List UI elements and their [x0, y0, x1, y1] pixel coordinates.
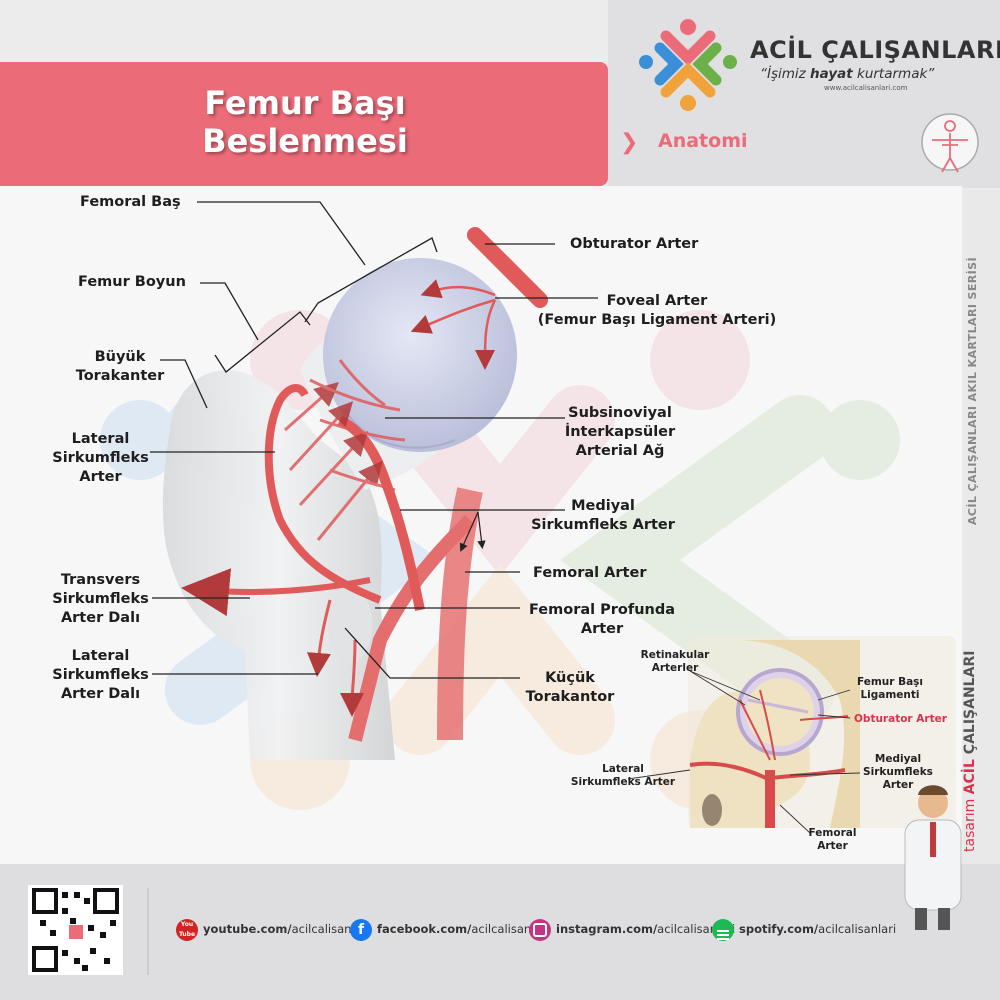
spotify-icon[interactable]: [712, 919, 734, 941]
doctor-figure: [904, 785, 962, 930]
inset-illustration: [627, 636, 956, 834]
youtube-icon[interactable]: You Tube: [176, 919, 198, 941]
website-text: www.acilcalisanlari.com: [824, 84, 908, 92]
series-label: ACİL ÇALIŞANLARI AKIL KARTLARI SERİSİ: [966, 257, 979, 525]
youtube-link[interactable]: youtube.com/acilcalisanlari: [203, 922, 370, 936]
title-line-2: Beslenmesi: [202, 122, 408, 160]
title-band: [0, 62, 608, 186]
footer: [0, 864, 1000, 1000]
label-femur-boyun: Femur Boyun: [78, 274, 186, 290]
spotify-link[interactable]: spotify.com/acilcalisanlari: [739, 922, 897, 936]
brand-logo: [639, 19, 737, 111]
inset-label-obturator: Obturator Arter: [854, 713, 947, 725]
chevron-right-icon: ❯: [620, 130, 639, 155]
category-label: Anatomi: [658, 130, 748, 152]
brand-name: ACİL ÇALIŞANLARI: [750, 36, 1000, 64]
facebook-icon[interactable]: f: [350, 919, 372, 941]
title-line-1: Femur Başı: [204, 84, 406, 122]
facebook-link[interactable]: facebook.com/acilcalisanlari: [377, 922, 550, 936]
page-title: Femur Başı Beslenmesi: [150, 84, 460, 160]
label-femoral-bas: Femoral Baş: [80, 194, 181, 210]
label-foveal: Foveal Arter(Femur Başı Ligament Arteri): [537, 293, 777, 328]
design-credit: tasarım ACİL ÇALIŞANLARI: [962, 650, 978, 852]
slogan: “İşimiz hayat kurtarmak”: [760, 66, 935, 82]
instagram-icon[interactable]: [529, 919, 551, 941]
label-femoral-arter: Femoral Arter: [533, 565, 647, 581]
qr-code: [28, 885, 123, 975]
label-obturator: Obturator Arter: [570, 236, 699, 252]
instagram-link[interactable]: instagram.com/acilcalisanlari: [556, 922, 736, 936]
